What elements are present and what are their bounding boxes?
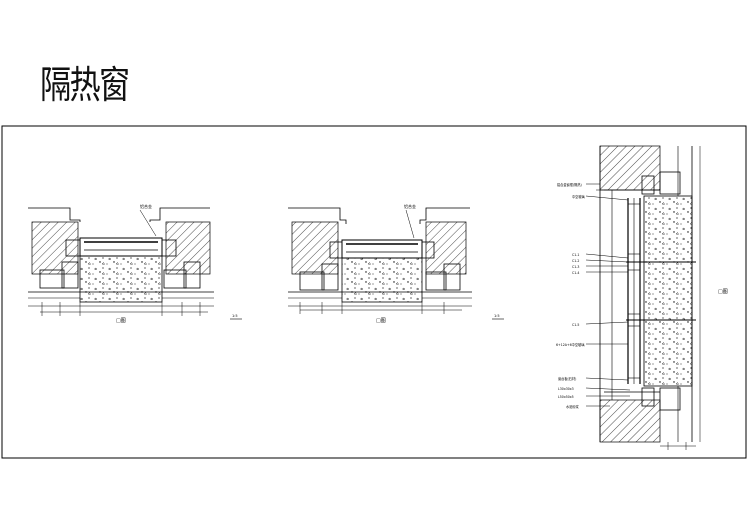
window-frame (79, 237, 163, 257)
concrete-fill (341, 257, 423, 303)
note-2: 中空玻璃 (572, 194, 586, 199)
note-1: 铝合金窗框(隔热) (557, 182, 582, 187)
scale-label-middle: 1:5 (494, 314, 500, 318)
window-frame (341, 239, 423, 259)
plan-detail-left: 铝合金 □图 1:5 (28, 203, 242, 324)
sheet-border (1, 125, 747, 459)
plan-detail-middle: 铝合金 □图 1:5 (288, 203, 504, 324)
note-8: 6+12A+6中空玻璃 (556, 342, 585, 347)
drawing-title: 隔热窗 (40, 63, 130, 107)
note-7: C1-5 (572, 323, 579, 327)
note-6: C1-4 (572, 271, 579, 275)
view-label-left: □图 (116, 318, 126, 324)
head-wall-hatch (599, 145, 661, 191)
concrete-column (643, 195, 693, 387)
view-label-right: □图 (718, 289, 728, 295)
scale-label-left: 1:5 (232, 314, 238, 318)
callout-middle: 铝合金 (404, 203, 416, 209)
note-10: L30x30x3 (558, 387, 574, 391)
concrete-fill (79, 255, 163, 303)
wall-hatch-left (291, 221, 339, 275)
view-label-middle: □图 (376, 318, 386, 324)
wall-hatch-right (165, 221, 211, 275)
note-11: L50x50x5 (558, 395, 574, 399)
sill-wall-hatch (599, 399, 661, 443)
callout-left: 铝合金 (140, 203, 152, 209)
note-9: 窗台板(石材) (558, 376, 576, 381)
note-12: 水泥砂浆 (566, 404, 580, 409)
note-3: C1-1 (572, 253, 579, 257)
wall-hatch-left (31, 221, 79, 275)
note-4: C1-2 (572, 259, 579, 263)
note-5: C1-3 (572, 265, 579, 269)
section-detail-right: 铝合金窗框(隔热) 中空玻璃 C1-1 C1-2 C1-3 C1-4 C1-5 … (556, 145, 728, 450)
